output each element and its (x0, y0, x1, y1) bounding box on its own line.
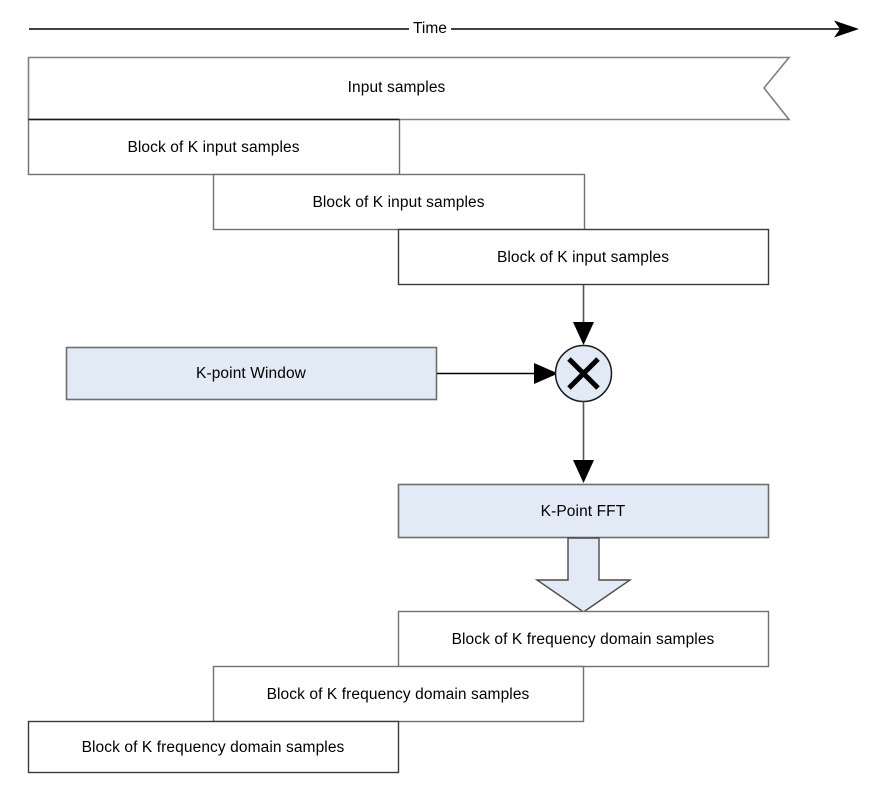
input-block-3-label: Block of K input samples (496, 248, 670, 266)
output-block-2-label: Block of K frequency domain samples (266, 685, 530, 703)
k-point-fft-label: K-Point FFT (540, 502, 626, 520)
multiplier-to-fft-arrow (573, 401, 594, 483)
input-block-1-label: Block of K input samples (127, 138, 300, 156)
output-block-1-label: Block of K frequency domain samples (451, 630, 715, 648)
fft-to-output-block-arrow-shape (534, 537, 633, 613)
window-to-multiplier-arrow (437, 363, 558, 384)
time-axis-label: Time (409, 21, 451, 37)
input-block-2-label: Block of K input samples (312, 193, 485, 211)
output-block-3-label: Block of K frequency domain samples (81, 738, 345, 756)
k-point-window-label: K-point Window (196, 365, 306, 383)
block3-to-multiplier-arrow (573, 285, 594, 345)
multiplier-node-shape (554, 344, 613, 403)
input-samples-label: Input samples (347, 79, 446, 97)
